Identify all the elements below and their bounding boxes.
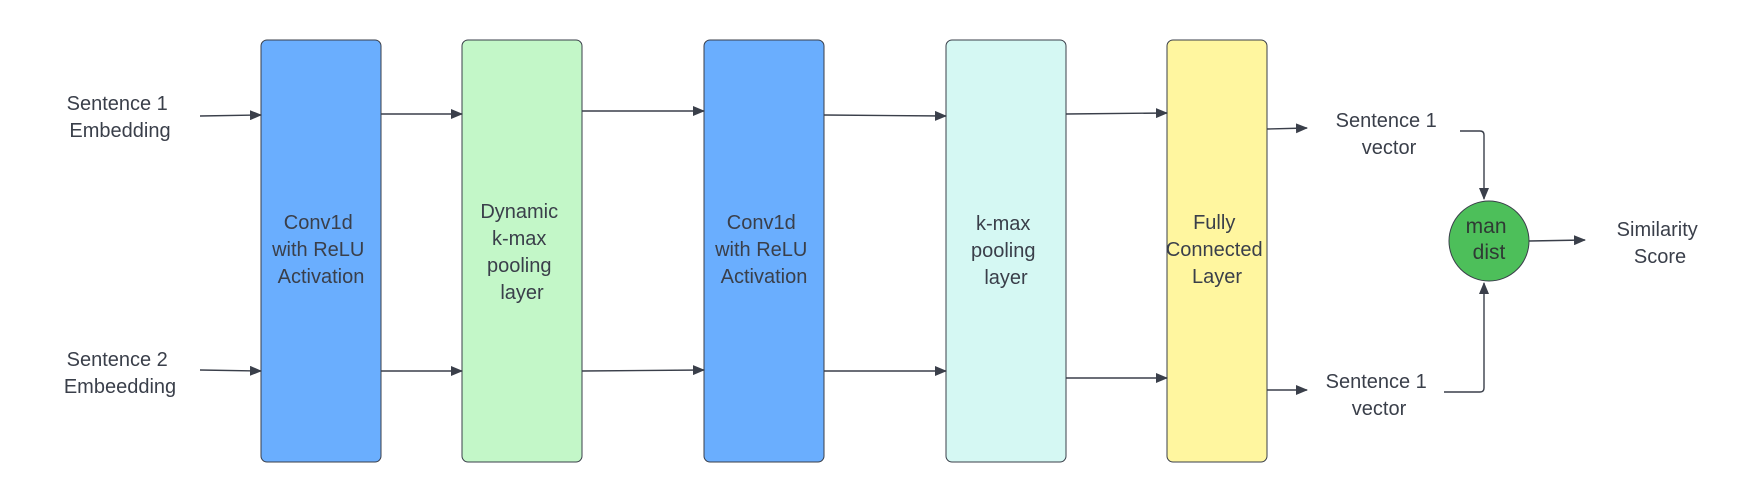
block-fully-connected-label: Fully Connected Layer [1166, 212, 1268, 288]
block-dynamic-kmax-line-4: layer [500, 282, 544, 304]
block-kmax-pooling-line-2: pooling [971, 240, 1036, 262]
distance-node-line-2: dist [1473, 241, 1506, 264]
block-fully-connected-line-2: Connected [1166, 239, 1263, 261]
block-fully-connected-line-1: Fully [1193, 212, 1235, 234]
output-vector-top-line-2: vector [1362, 137, 1417, 159]
block-conv1d-2-rect [703, 39, 825, 463]
block-conv1d-1-line-2: with ReLU [271, 239, 364, 261]
output-vector-bottom-line-2: vector [1352, 398, 1407, 420]
block-conv1d-1-line-1: Conv1d [284, 212, 353, 234]
arrow-vector-top-to-distance [1460, 130, 1489, 200]
arrow-fc-to-vector-top [1266, 123, 1308, 134]
block-conv1d-2-label: Conv1d with ReLU Activation [714, 212, 813, 288]
similarity-score-label: Similarity Score [1617, 219, 1704, 268]
block-conv1d-2-line-3: Activation [721, 266, 808, 288]
block-conv1d-2[interactable]: Conv1d with ReLU Activation [703, 39, 825, 463]
input-sentence-2-line-1: Sentence 2 [67, 349, 168, 371]
output-vector-top-line-1: Sentence 1 [1336, 110, 1437, 132]
input-sentence-1-label: Sentence 1 Embedding [67, 93, 174, 142]
block-dynamic-kmax-label: Dynamic k-max pooling layer [480, 201, 563, 304]
arrow-conv2-to-kmax-top [823, 110, 947, 121]
block-dynamic-kmax[interactable]: Dynamic k-max pooling layer [461, 39, 583, 463]
output-vector-bottom-label: Sentence 1 vector [1326, 371, 1433, 420]
block-kmax-pooling-line-3: layer [984, 267, 1028, 289]
input-sentence-1-line-2: Embedding [69, 120, 170, 142]
similarity-score-line-1: Similarity [1617, 219, 1698, 241]
block-conv1d-2-line-2: with ReLU [714, 239, 807, 261]
block-conv1d-1-line-3: Activation [278, 266, 365, 288]
distance-node[interactable]: man dist [1448, 200, 1530, 282]
block-dynamic-kmax-rect [461, 39, 583, 463]
block-kmax-pooling-rect [945, 39, 1067, 463]
block-kmax-pooling-label: k-max pooling layer [971, 213, 1041, 289]
block-dynamic-kmax-line-1: Dynamic [480, 201, 558, 223]
block-conv1d-1-label: Conv1d with ReLU Activation [271, 212, 370, 288]
block-conv1d-1-rect [260, 39, 382, 463]
arrow-vector-bottom-to-distance [1444, 282, 1489, 393]
input-sentence-1-line-1: Sentence 1 [67, 93, 168, 115]
arrow-distance-to-similarity [1528, 235, 1586, 246]
block-fully-connected-line-3: Layer [1192, 266, 1242, 288]
output-vector-top-label: Sentence 1 vector [1336, 110, 1443, 159]
block-fully-connected[interactable]: Fully Connected Layer [1166, 39, 1268, 463]
arrow-input1-to-conv1 [199, 110, 262, 121]
output-vector-bottom-line-1: Sentence 1 [1326, 371, 1427, 393]
block-dynamic-kmax-line-2: k-max [492, 228, 546, 250]
input-sentence-2-label: Sentence 2 Embeedding [64, 349, 176, 398]
arrow-input2-to-conv1 [199, 365, 262, 376]
block-dynamic-kmax-line-3: pooling [487, 255, 552, 277]
block-conv1d-1[interactable]: Conv1d with ReLU Activation [260, 39, 382, 463]
input-sentence-2-line-2: Embeedding [64, 376, 176, 398]
block-fully-connected-rect [1166, 39, 1268, 463]
distance-node-label: man dist [1466, 215, 1513, 264]
block-kmax-pooling[interactable]: k-max pooling layer [945, 39, 1067, 463]
arrow-kmax-to-fc-top [1065, 108, 1168, 119]
distance-node-line-1: man [1466, 215, 1507, 238]
arrow-dynkmax-to-conv2-bottom [581, 365, 705, 376]
similarity-score-line-2: Score [1634, 246, 1686, 268]
block-conv1d-2-line-1: Conv1d [727, 212, 796, 234]
connections [199, 106, 1586, 395]
block-kmax-pooling-line-1: k-max [976, 213, 1030, 235]
